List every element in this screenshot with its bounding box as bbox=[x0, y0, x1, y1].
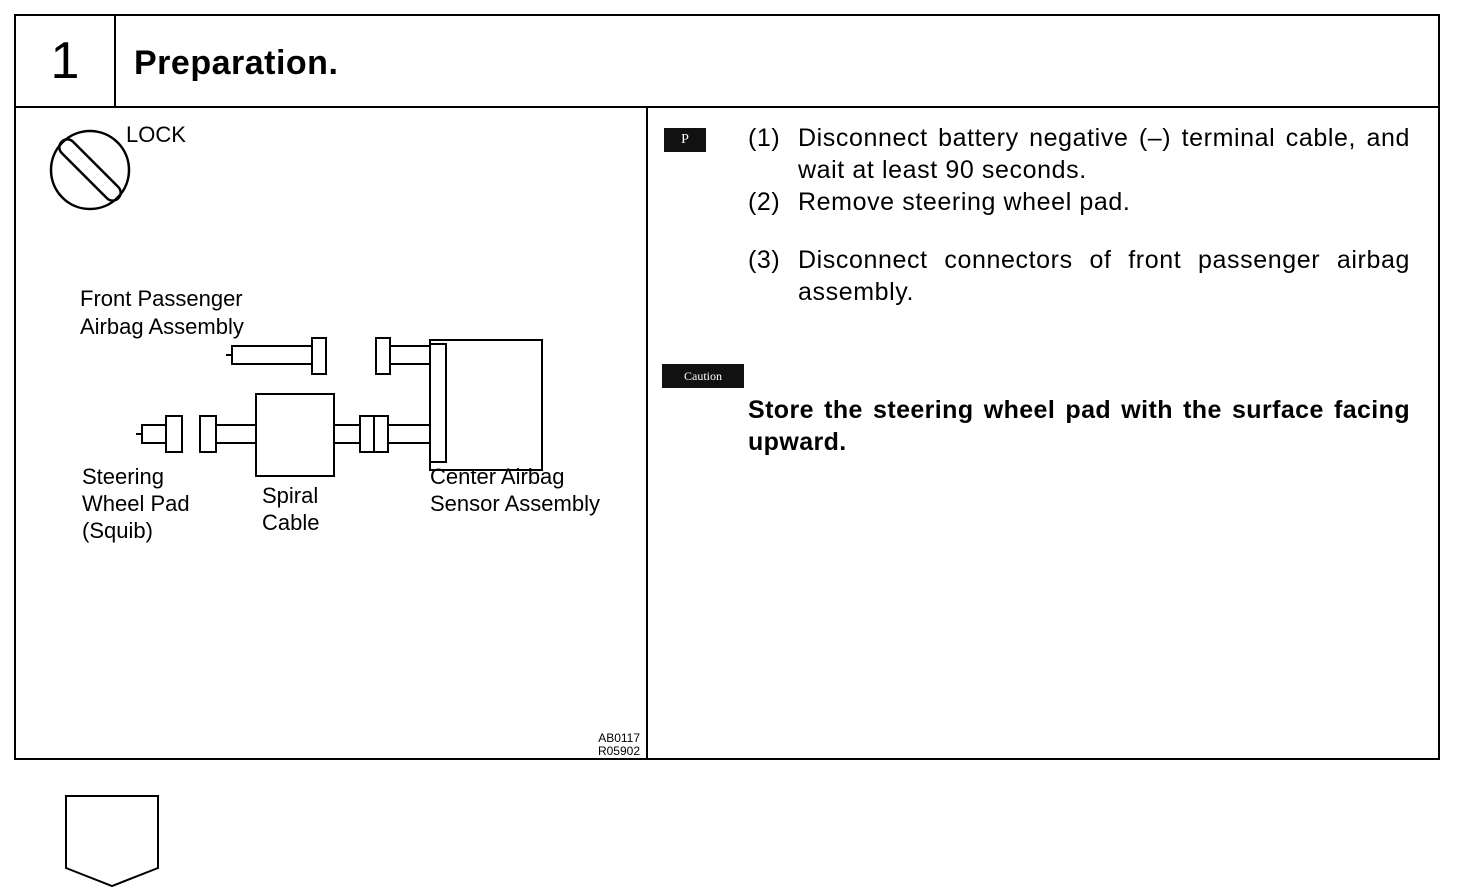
instruction-item: (3) Disconnect connectors of front passe… bbox=[748, 244, 1410, 308]
next-step-pentagon-icon bbox=[65, 795, 159, 888]
instruction-number: (3) bbox=[748, 246, 781, 274]
instruction-item: (2) Remove steering wheel pad. bbox=[748, 186, 1410, 218]
step-title: Preparation. bbox=[134, 44, 339, 82]
step-header: 1 Preparation. bbox=[16, 16, 1438, 108]
label-steering-1: Steering bbox=[82, 464, 164, 489]
label-center-2: Sensor Assembly bbox=[430, 491, 600, 516]
instruction-number: (2) bbox=[748, 188, 781, 216]
label-spiral-2: Cable bbox=[262, 510, 319, 535]
figure-code-1: AB0117 bbox=[598, 731, 640, 745]
lock-icon bbox=[49, 129, 131, 211]
center-airbag-sensor bbox=[429, 339, 543, 471]
label-steering-3: (Squib) bbox=[82, 518, 153, 543]
instruction-text: Disconnect battery negative (–) terminal… bbox=[798, 124, 1410, 184]
step-number-box: 1 bbox=[16, 16, 116, 106]
caution-badge: Caution bbox=[662, 364, 744, 388]
procedure-frame: 1 Preparation. LOCK bbox=[14, 14, 1440, 760]
illustration-pane: LOCK bbox=[16, 108, 646, 760]
label-front-passenger-2: Airbag Assembly bbox=[80, 314, 244, 339]
p-badge: P bbox=[664, 128, 706, 152]
label-center-1: Center Airbag bbox=[430, 464, 565, 489]
instruction-text: Disconnect connectors of front passenger… bbox=[798, 246, 1410, 306]
front-passenger-connector bbox=[226, 337, 431, 375]
caution-text: Store the steering wheel pad with the su… bbox=[748, 396, 1410, 456]
pane-divider bbox=[646, 106, 648, 760]
airbag-connection-diagram: LOCK bbox=[49, 122, 640, 758]
lock-label: LOCK bbox=[126, 122, 186, 147]
label-steering-2: Wheel Pad bbox=[82, 491, 190, 516]
instructions-pane: P (1) Disconnect battery negative (–) te… bbox=[648, 108, 1440, 760]
instruction-text: Remove steering wheel pad. bbox=[798, 188, 1131, 216]
label-front-passenger-1: Front Passenger bbox=[80, 286, 243, 311]
instruction-number: (1) bbox=[748, 124, 781, 152]
instruction-item: (1) Disconnect battery negative (–) term… bbox=[748, 122, 1410, 186]
label-spiral-1: Spiral bbox=[262, 483, 318, 508]
spiral-cable bbox=[255, 393, 431, 477]
figure-code-2: R05902 bbox=[598, 744, 640, 758]
instruction-list: (1) Disconnect battery negative (–) term… bbox=[748, 122, 1410, 308]
steering-pad-connector bbox=[136, 415, 257, 453]
step-number: 1 bbox=[50, 32, 80, 90]
